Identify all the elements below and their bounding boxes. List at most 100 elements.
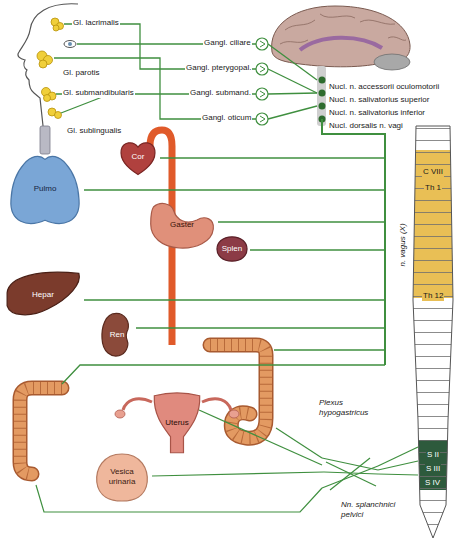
label: S II (426, 450, 440, 460)
organ-label: Ren (110, 330, 125, 340)
label-holder: S IV (424, 471, 441, 489)
label-holder: Gl. submandibularis (62, 81, 135, 99)
label-holder: Gangl. submand. (189, 81, 252, 99)
nerve (54, 58, 256, 119)
label-holder: Gangl. ciliare (203, 31, 252, 49)
label-holder: S II (426, 443, 440, 461)
nerve (62, 365, 385, 384)
nucleus (319, 103, 326, 110)
organ-shape: Gaster (148, 200, 216, 250)
ganglion-mark (260, 91, 265, 97)
gyrus (360, 20, 395, 24)
label-holder: Nucl. n. salivatorius inferior (328, 101, 426, 119)
label: Gangl. submand. (189, 88, 252, 98)
nerve (268, 69, 317, 93)
plexus-fiber (326, 462, 376, 486)
label-holder: S III (425, 457, 441, 475)
ovary (229, 410, 239, 418)
spinal-cord-outline (413, 126, 453, 538)
nerve (84, 189, 385, 190)
organ-fill (217, 237, 247, 261)
label: S III (425, 464, 441, 474)
brainstem (317, 66, 326, 126)
gland-lacrimal (53, 25, 59, 31)
organ-shape: Cor (118, 138, 158, 176)
nerve (218, 221, 385, 222)
nerve (36, 485, 322, 512)
nerve (250, 249, 385, 250)
label-holder: Gl. parotis (62, 61, 100, 79)
label-holder: Nucl. dorsalis n. vagi (328, 114, 404, 132)
plexus-fiber (322, 466, 378, 488)
label-holder: Nn. splanchnici pelvici (340, 500, 408, 521)
label: Gl. submandibularis (62, 88, 135, 98)
label: Nucl. n. accessorii oculomotorii (328, 82, 440, 92)
organ-label: Pulmo (34, 184, 57, 194)
organ-label: Hepar (32, 290, 54, 300)
nerve (378, 474, 418, 475)
label: Th 1 (424, 183, 442, 193)
organ-shape: Hepar (4, 268, 82, 322)
label-holder: Nucl. n. accessorii oculomotorii (328, 75, 440, 93)
ganglion-mark (260, 116, 265, 122)
colon (20, 388, 62, 474)
label: Gl. lacrimalis (72, 18, 120, 28)
label: Nucl. dorsalis n. vagi (328, 121, 404, 131)
organ-fill (121, 143, 155, 175)
label-holder: Plexus hypogastricus (318, 398, 384, 419)
ganglion-mark (260, 66, 265, 72)
label: Th 12 (422, 291, 444, 301)
organ-fill (151, 204, 214, 249)
label: Nucl. n. salivatorius inferior (328, 108, 426, 118)
label-holder: n. vagus (X) (391, 222, 409, 267)
segments (410, 126, 460, 543)
ganglion-mark (260, 41, 265, 47)
organ-fill (102, 313, 128, 356)
gyrus (280, 40, 308, 44)
label-holder: Nucl. n. salivatorius superior (328, 88, 430, 106)
gland-submandibular (44, 95, 51, 102)
organ-label: Cor (132, 152, 145, 162)
gland-sublingual (55, 112, 62, 119)
label: Nn. splanchnici pelvici (340, 500, 408, 520)
label: n. vagus (X) (398, 222, 408, 267)
iris (68, 42, 72, 46)
colon (20, 388, 62, 474)
ganglion (256, 63, 268, 75)
colon-haustra (210, 345, 266, 438)
organ-label: Gaster (170, 220, 194, 230)
nerve (136, 327, 385, 328)
label-holder: Gangl. pterygopal. (185, 56, 252, 74)
label-holder: Gangl. oticum (201, 106, 252, 124)
organ-fill (97, 454, 148, 501)
gyrus (388, 37, 406, 40)
nerve (378, 461, 418, 470)
label: C VIII (422, 167, 444, 177)
corpus-callosum (300, 38, 382, 50)
label-holder: Gl. sublingualis (66, 119, 122, 137)
organ-shape: Pulmo (8, 150, 82, 228)
nerve (199, 410, 322, 465)
nucleus (319, 77, 326, 84)
ganglion (256, 88, 268, 100)
label-holder: Gl. lacrimalis (72, 11, 120, 29)
colon-haustra (20, 388, 62, 474)
uterine-tube (202, 399, 231, 410)
organ-fill (154, 393, 200, 453)
ganglion (256, 38, 268, 50)
organ-shape: Ren (100, 312, 134, 358)
label-holder: Th 1 (424, 176, 442, 194)
nerve (152, 472, 324, 476)
organ-shape: Vesica urinaria (94, 452, 150, 502)
organ-shape: Uterus (150, 392, 204, 454)
nucleus (319, 90, 326, 97)
uterine-tube (123, 399, 152, 410)
organ-label: Uterus (165, 418, 189, 428)
label: S IV (424, 478, 441, 488)
label: Gangl. oticum (201, 113, 252, 123)
label: Gangl. pterygopal. (185, 63, 252, 73)
colon (210, 345, 266, 438)
organ-fill (7, 272, 79, 315)
nerve (276, 428, 322, 458)
nerve (274, 349, 385, 350)
